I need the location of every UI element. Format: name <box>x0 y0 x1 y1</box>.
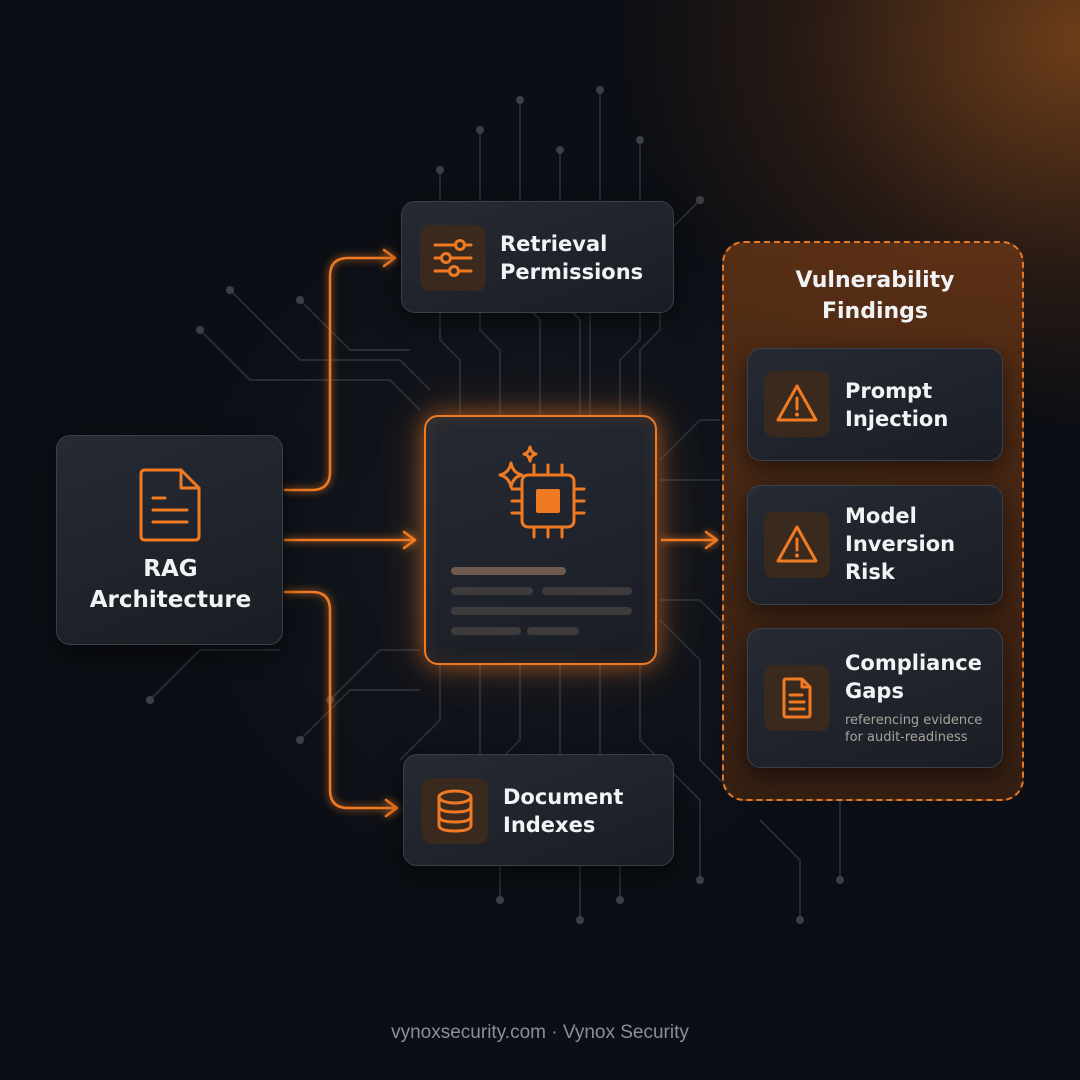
finding-compliance-gaps[interactable]: Compliance Gaps referencing evidence for… <box>747 628 1003 768</box>
retrieval-permissions-label: Retrieval Permissions <box>500 232 644 284</box>
document-indexes-card[interactable]: Document Indexes <box>403 754 674 866</box>
warning-icon <box>776 384 818 422</box>
finding-label: Model Inversion Risk <box>845 504 956 584</box>
rag-architecture-card[interactable]: RAG Architecture <box>56 435 283 645</box>
sliders-icon <box>433 239 473 277</box>
document-icon <box>782 677 812 719</box>
finding-label: Compliance Gaps <box>845 651 982 703</box>
footer-attribution: vynoxsecurity.com · Vynox Security <box>391 1022 689 1043</box>
connector-to-retrieval <box>283 256 396 492</box>
document-indexes-label: Document Indexes <box>503 785 624 837</box>
retrieval-icon-tile <box>420 225 486 291</box>
connector-to-retrieval-arrowhead <box>382 248 397 268</box>
finding-icon-tile <box>764 371 830 437</box>
documents-icon-tile <box>422 778 488 844</box>
connector-to-documents-arrowhead <box>384 798 399 818</box>
core-ai-card[interactable] <box>424 415 657 665</box>
findings-title: Vulnerability Findings <box>795 268 955 324</box>
core-text-placeholder <box>451 567 633 637</box>
finding-sublabel: referencing evidence for audit-readiness <box>845 713 983 745</box>
finding-icon-tile <box>764 665 830 731</box>
vulnerability-findings-panel: Vulnerability Findings Prompt Injection <box>722 241 1024 801</box>
finding-prompt-injection[interactable]: Prompt Injection <box>747 348 1003 461</box>
connector-to-core-arrowhead <box>402 530 417 550</box>
finding-model-inversion-risk[interactable]: Model Inversion Risk <box>747 485 1003 605</box>
connector-to-documents <box>283 590 398 810</box>
ai-chip-icon <box>498 445 586 539</box>
finding-label: Prompt Injection <box>845 379 949 431</box>
finding-icon-tile <box>764 512 830 578</box>
warning-icon <box>776 525 818 563</box>
retrieval-permissions-card[interactable]: Retrieval Permissions <box>401 201 674 313</box>
document-icon <box>139 468 201 542</box>
connector-to-findings-arrowhead <box>704 530 719 550</box>
database-icon <box>437 789 473 833</box>
rag-architecture-label: RAG Architecture <box>89 556 252 613</box>
